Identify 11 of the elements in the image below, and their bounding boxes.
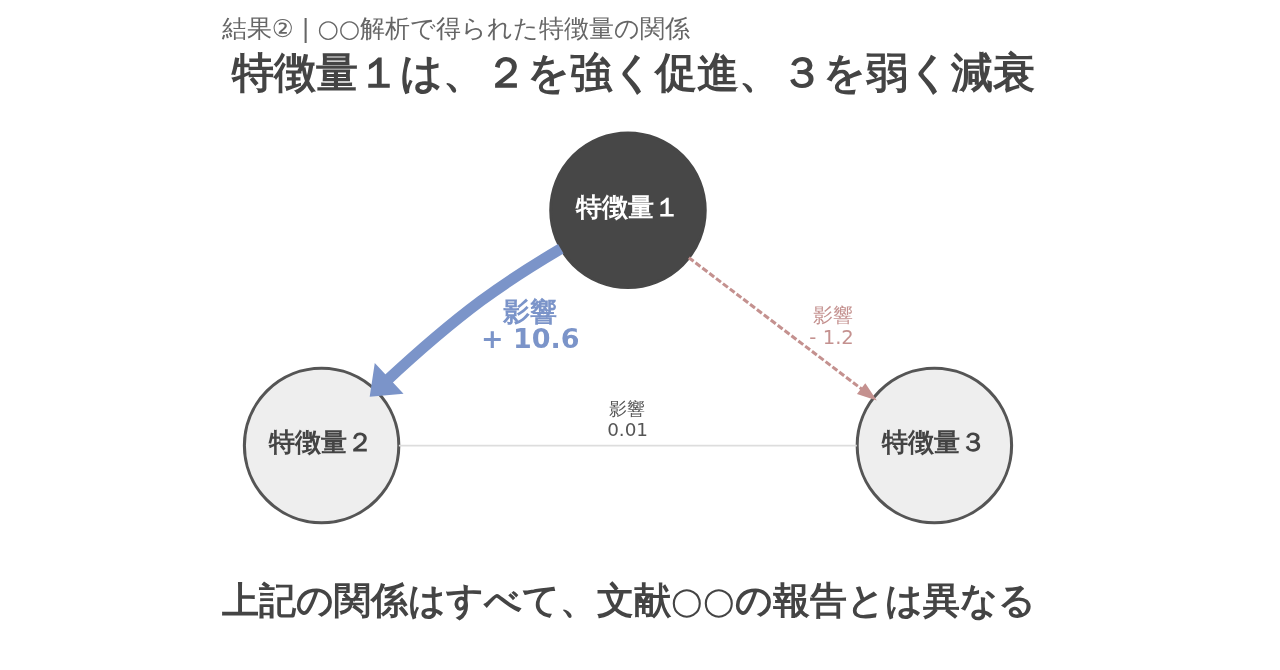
node-circle: 特徴量１	[549, 131, 707, 289]
arrow	[687, 256, 877, 401]
edge-label: 影響 0.01	[607, 397, 649, 440]
label: 特徴量１は、２を強く促進、３を弱く減衰	[232, 47, 1036, 97]
diagram-title: 結果② | ○○解析で得られた特徴量の関係	[221, 14, 691, 44]
connector	[397, 444, 858, 447]
edge-label: 影響 - 1.2	[809, 303, 854, 349]
node-circle: 特徴量２	[242, 366, 401, 525]
edge-label: 影響 + 10.6	[480, 296, 580, 355]
arrow	[369, 244, 564, 397]
label: 上記の関係はすべて、文献○○の報告とは異なる	[221, 579, 1036, 623]
